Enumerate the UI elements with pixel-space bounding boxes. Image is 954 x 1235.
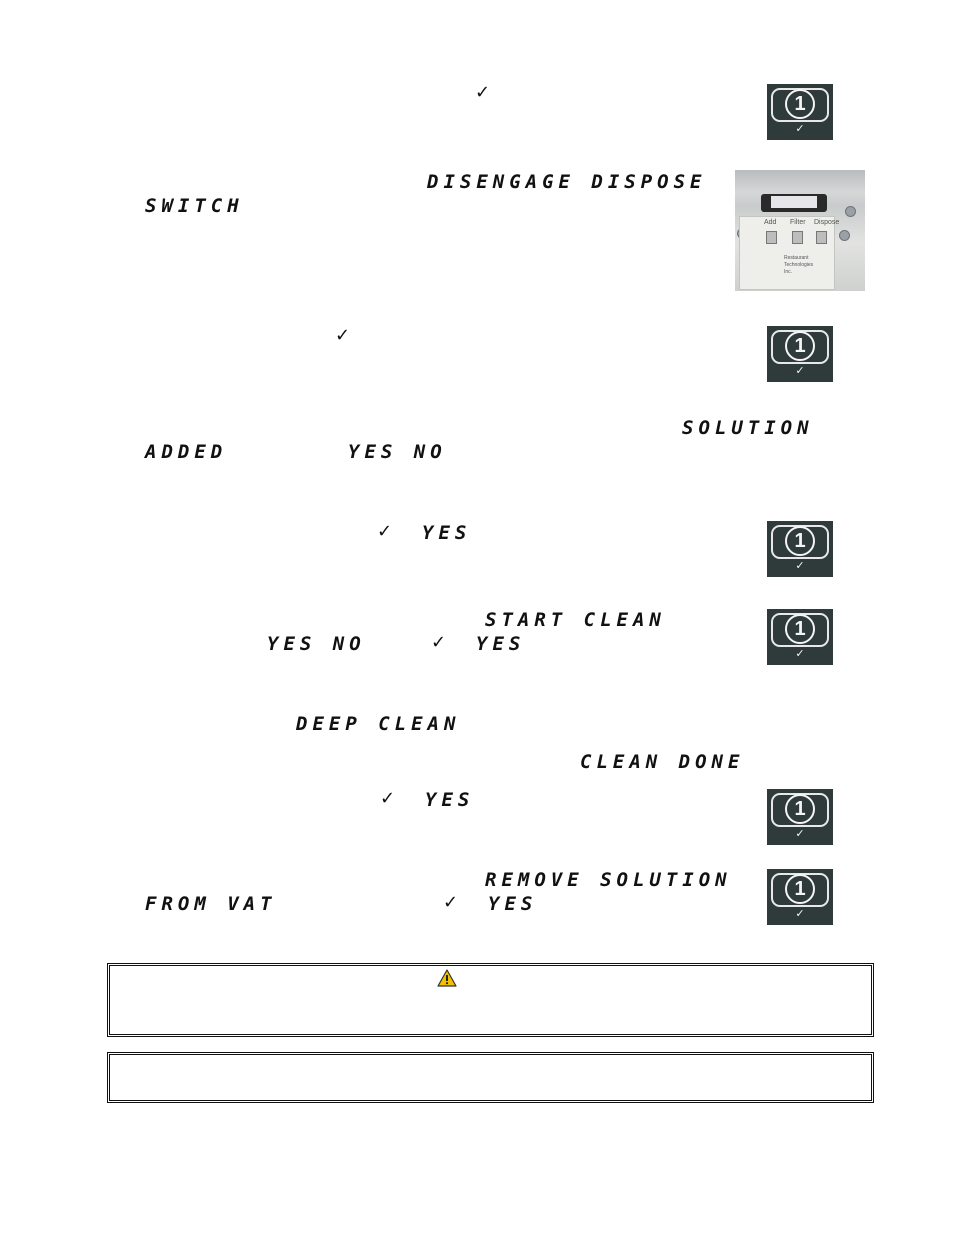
key-check-icon: ✓ xyxy=(795,364,805,377)
display-yes-no: YES NO xyxy=(348,441,447,463)
dispose-switch-photo: Add Filter Dispose Restaurant Technologi… xyxy=(735,170,865,291)
key-1-icon: 1 xyxy=(785,89,815,119)
display-from-vat: FROM VAT xyxy=(145,893,277,915)
key-1-button: 1 ✓ xyxy=(767,789,833,845)
key-check-icon: ✓ xyxy=(795,122,805,135)
check-mark: ✓ xyxy=(335,325,351,346)
key-1-button: 1 ✓ xyxy=(767,84,833,140)
check-mark: ✓ xyxy=(380,788,396,809)
photo-label-dispose: Dispose xyxy=(814,219,840,226)
display-deep-clean: DEEP CLEAN xyxy=(296,713,461,735)
display-yes: YES xyxy=(422,522,472,544)
key-1-icon: 1 xyxy=(785,874,815,904)
key-1-button: 1 ✓ xyxy=(767,869,833,925)
bolt-icon xyxy=(839,230,850,241)
display-remove-solution: REMOVE SOLUTION xyxy=(485,869,732,891)
key-check-icon: ✓ xyxy=(795,647,805,660)
key-1-button: 1 ✓ xyxy=(767,521,833,577)
check-mark: ✓ xyxy=(377,521,393,542)
key-1-icon: 1 xyxy=(785,794,815,824)
display-disengage-dispose: DISENGAGE DISPOSE xyxy=(427,171,707,193)
switch-panel: Add Filter Dispose Restaurant Technologi… xyxy=(739,216,839,290)
photo-label-add: Add xyxy=(764,219,777,226)
switch-tag xyxy=(771,196,817,208)
check-mark: ✓ xyxy=(431,632,447,653)
notice-box xyxy=(107,1052,874,1103)
key-check-icon: ✓ xyxy=(795,907,805,920)
display-solution: SOLUTION xyxy=(682,417,814,439)
warning-box xyxy=(107,963,874,1037)
bolt-icon xyxy=(845,206,856,217)
key-1-icon: 1 xyxy=(785,331,815,361)
photo-caption-2: Technologies xyxy=(784,262,814,268)
photo-caption-1: Restaurant xyxy=(784,255,809,261)
key-1-button: 1 ✓ xyxy=(767,609,833,665)
check-mark: ✓ xyxy=(475,82,491,103)
photo-caption-3: Inc. xyxy=(784,269,793,275)
switch-dispose-icon xyxy=(816,231,827,244)
photo-label-filter: Filter xyxy=(790,219,806,226)
display-yes: YES xyxy=(425,789,475,811)
key-1-button: 1 ✓ xyxy=(767,326,833,382)
key-1-icon: 1 xyxy=(785,526,815,556)
display-yes-no: YES NO xyxy=(267,633,366,655)
switch-filter-icon xyxy=(792,231,803,244)
key-check-icon: ✓ xyxy=(795,827,805,840)
check-mark: ✓ xyxy=(443,892,459,913)
warning-triangle-icon xyxy=(437,969,457,987)
display-yes: YES xyxy=(476,633,526,655)
display-yes: YES xyxy=(488,893,538,915)
switch-add-icon xyxy=(766,231,777,244)
display-switch: SWITCH xyxy=(145,195,244,217)
key-check-icon: ✓ xyxy=(795,559,805,572)
display-clean-done: CLEAN DONE xyxy=(580,751,745,773)
key-1-icon: 1 xyxy=(785,614,815,644)
display-start-clean: START CLEAN xyxy=(485,609,666,631)
display-added: ADDED xyxy=(145,441,228,463)
